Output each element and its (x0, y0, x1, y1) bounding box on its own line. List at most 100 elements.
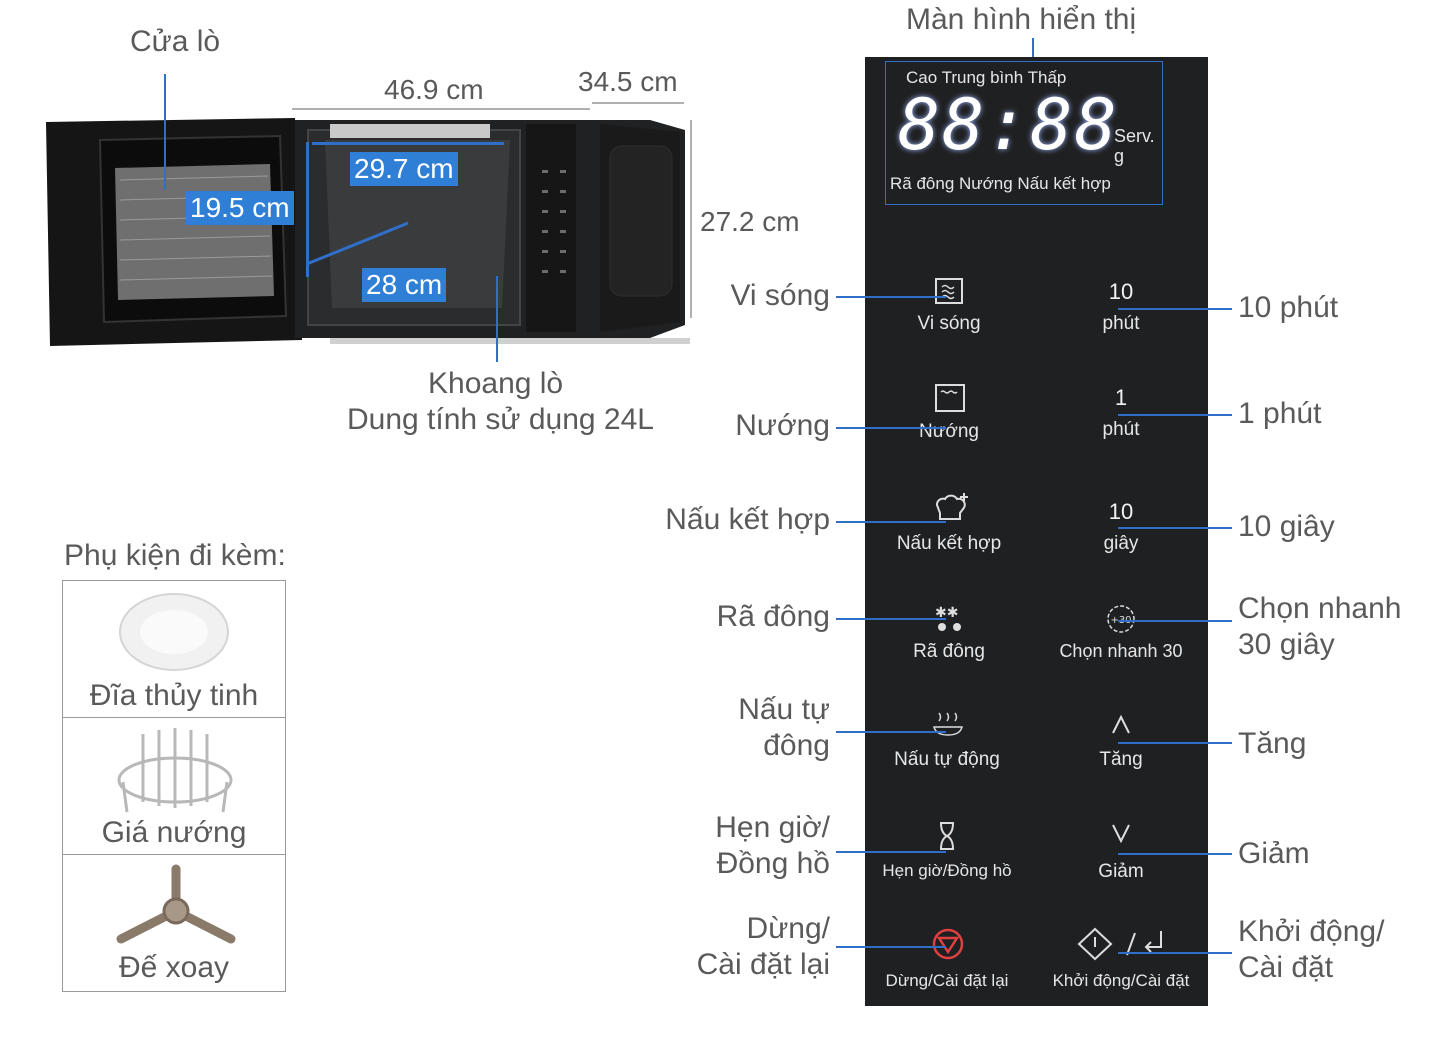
depth-label: 34.5 cm (578, 66, 678, 97)
grill-button[interactable]: Nướng (907, 383, 991, 445)
depth-dimension-line (592, 102, 684, 104)
callout-increase: Tăng (1238, 727, 1307, 760)
stop-icon (932, 928, 964, 960)
inner-width-label: 29.7 cm (350, 152, 458, 186)
one-minute-button[interactable]: 1 phút (1079, 383, 1163, 445)
callout-line (1118, 620, 1232, 622)
ten-minutes-button[interactable]: 10 phút (1079, 277, 1163, 339)
button-label: Tăng (1099, 749, 1143, 770)
microwave-button[interactable]: Vi sóng (907, 277, 991, 339)
callout-line (1118, 742, 1232, 744)
display-serv: Serv. (1114, 126, 1155, 146)
steam-pot-icon (933, 712, 963, 736)
auto-cook-button[interactable]: Nấu tự động (885, 709, 1009, 773)
callout-stop-line1: Dừng/ (746, 912, 830, 945)
button-label: phút (1102, 313, 1140, 334)
width-dimension-line (292, 108, 590, 110)
button-label: Nướng (918, 421, 980, 442)
callout-timer-line1: Hẹn giờ/ (715, 811, 830, 844)
quick-start-icon: +30 (1107, 605, 1135, 633)
callout-quick-line2: 30 giây (1238, 628, 1335, 661)
display-modes: Rã đông Nướng Nấu kết hợp (890, 174, 1111, 193)
accessory-label: Giá nướng (101, 816, 247, 849)
hourglass-icon (940, 822, 954, 850)
glass-plate-icon (119, 593, 229, 671)
inner-width-line (312, 142, 504, 145)
door-callout-line (164, 74, 166, 190)
cavity-callout-line (496, 276, 498, 362)
height-label: 27.2 cm (700, 206, 800, 237)
callout-ten-minutes: 10 phút (1238, 291, 1339, 324)
increase-button[interactable]: Tăng (1079, 713, 1163, 775)
timer-clock-button[interactable]: Hẹn giờ/Đồng hồ (879, 821, 1015, 885)
button-label: Dừng/Cài đặt lại (885, 971, 1009, 990)
snowflake-drop-icon: ✱✱ (935, 605, 961, 631)
callout-line (1118, 308, 1232, 310)
button-label: Khởi động/Cài đặt (1052, 971, 1190, 990)
callout-quick-line1: Chọn nhanh (1238, 592, 1402, 625)
callout-one-minute: 1 phút (1238, 397, 1322, 430)
button-label: phút (1102, 419, 1140, 440)
svg-text:✱✱: ✱✱ (935, 605, 958, 621)
stop-reset-button[interactable]: Dừng/Cài đặt lại (879, 927, 1015, 993)
button-number: 10 (1108, 279, 1134, 304)
button-label: Giảm (1098, 861, 1144, 882)
callout-ten-seconds: 10 giây (1238, 510, 1335, 543)
button-label: giây (1103, 533, 1139, 554)
callout-line (836, 851, 946, 853)
accessory-label: Đĩa thủy tinh (89, 679, 259, 712)
microwave-drawing (46, 118, 690, 346)
callout-combination: Nấu kết hợp (665, 503, 830, 536)
callout-line (836, 946, 946, 948)
callout-stop-line2: Cài đặt lại (696, 948, 830, 981)
display-levels: Cao Trung bình Thấp (906, 68, 1067, 87)
callout-line (836, 427, 946, 429)
width-label: 46.9 cm (384, 74, 484, 105)
display-gram: g (1114, 146, 1125, 166)
inner-height-label: 19.5 cm (186, 191, 294, 225)
defrost-button[interactable]: ✱✱ Rã đông (897, 603, 1001, 665)
accessory-glass-plate: Đĩa thủy tinh (62, 580, 286, 718)
inner-depth-label: 28 cm (362, 268, 447, 302)
grill-icon (935, 384, 965, 412)
callout-line (836, 521, 946, 523)
callout-line (1118, 527, 1232, 529)
ten-seconds-button[interactable]: 10 giây (1079, 497, 1163, 559)
button-label: Hẹn giờ/Đồng hồ (882, 861, 1012, 880)
callout-auto-cook-line1: Nấu tự (738, 693, 830, 726)
display-screen: Cao Trung bình Thấp 88:88 Serv. g Rã đôn… (885, 61, 1163, 205)
combination-button[interactable]: Nấu kết hợp (887, 491, 1011, 555)
control-panel: Cao Trung bình Thấp 88:88 Serv. g Rã đôn… (865, 57, 1208, 1006)
button-label: Vi sóng (917, 313, 981, 334)
callout-line (1118, 853, 1232, 855)
callout-line (1118, 952, 1232, 954)
accessory-grill-rack: Giá nướng (62, 717, 286, 855)
button-label: Chọn nhanh 30 (1059, 641, 1183, 661)
button-label: Nấu kết hợp (896, 533, 1002, 554)
chevron-up-icon (1112, 714, 1130, 734)
callout-start-line2: Cài đặt (1238, 951, 1334, 984)
button-label: Nấu tự động (894, 749, 1000, 770)
callout-timer-line2: Đồng hồ (716, 847, 830, 880)
callout-line (836, 296, 946, 298)
cavity-label: Khoang lò (428, 367, 564, 400)
chef-hat-icon (936, 493, 968, 520)
capacity-label: Dung tính sử dụng 24L (347, 403, 654, 436)
height-dimension-line (690, 120, 692, 318)
accessory-label: Đế xoay (118, 951, 230, 984)
callout-grill: Nướng (735, 409, 830, 442)
decrease-button[interactable]: Giảm (1079, 823, 1163, 885)
accessory-roller-ring: Đế xoay (62, 854, 286, 992)
display-callout-line (1032, 38, 1034, 62)
button-number: 1 (1114, 385, 1128, 410)
grill-rack-icon (117, 728, 233, 813)
quick-30-button[interactable]: +30 Chọn nhanh 30 (1049, 603, 1193, 665)
callout-line (836, 618, 946, 620)
microwave-illustration (40, 110, 700, 360)
display-title: Màn hình hiển thị (906, 3, 1137, 36)
callout-start-line1: Khởi động/ (1238, 915, 1385, 948)
start-enter-button[interactable]: Khởi động/Cài đặt (1047, 927, 1195, 993)
accessories-title: Phụ kiện đi kèm: (64, 539, 286, 572)
callout-microwave: Vi sóng (730, 279, 830, 312)
display-digits: 88:88 (898, 84, 1119, 166)
